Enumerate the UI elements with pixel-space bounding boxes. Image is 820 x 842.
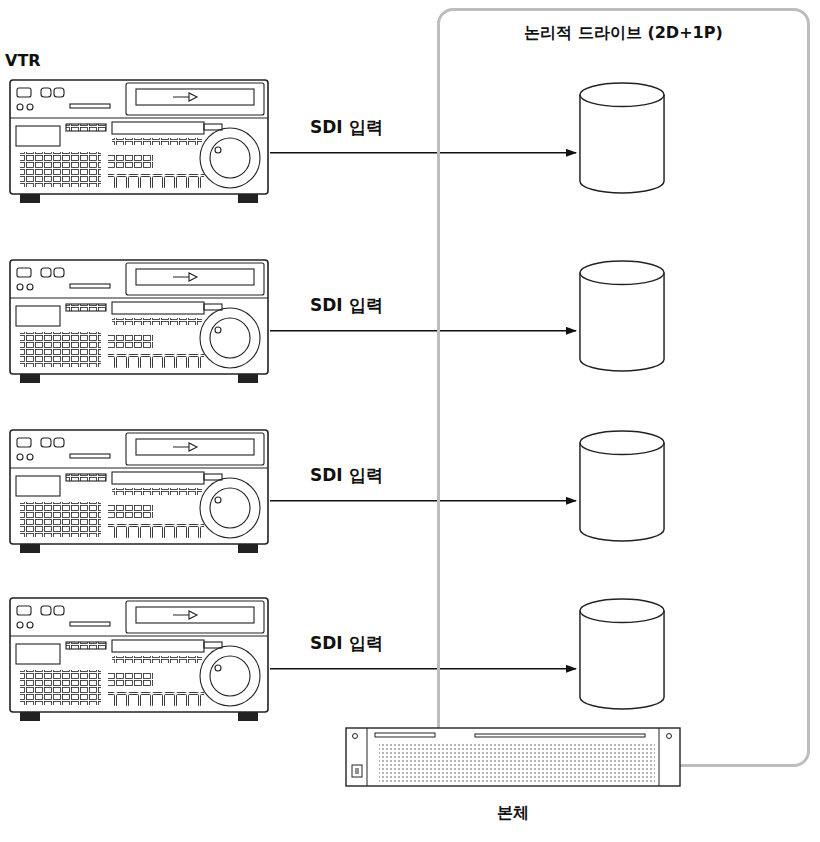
signal-arrow	[270, 330, 576, 332]
drive-cylinder	[578, 259, 666, 373]
server-unit: 본체	[345, 727, 681, 789]
unit-caption: 본체	[305, 803, 721, 824]
drive-cylinder-outline	[578, 429, 666, 543]
vtr-device-outline	[8, 258, 270, 386]
vtr-device-outline	[8, 428, 270, 556]
group-heading: 논리적 드라이브 (2D+1P)	[440, 23, 807, 44]
signal-label: SDI 입력	[310, 294, 383, 317]
server-unit-outline	[345, 727, 681, 789]
vtr-device-outline	[8, 596, 270, 724]
drive-cylinder	[578, 597, 666, 711]
signal-arrow	[270, 668, 576, 670]
vtr-device-outline	[8, 78, 270, 206]
device-heading: VTR	[5, 51, 41, 70]
vtr-device	[8, 428, 270, 556]
signal-arrow	[270, 152, 576, 154]
vtr-device	[8, 258, 270, 386]
signal-arrow	[270, 500, 576, 502]
logical-drive-group: 논리적 드라이브 (2D+1P)	[437, 8, 810, 767]
drive-cylinder	[578, 429, 666, 543]
signal-label: SDI 입력	[310, 116, 383, 139]
drive-cylinder	[578, 81, 666, 195]
vtr-device	[8, 596, 270, 724]
vtr-device: VTR	[8, 78, 270, 206]
signal-label: SDI 입력	[310, 464, 383, 487]
drive-cylinder-outline	[578, 597, 666, 711]
drive-cylinder-outline	[578, 259, 666, 373]
drive-cylinder-outline	[578, 81, 666, 195]
signal-label: SDI 입력	[310, 632, 383, 655]
